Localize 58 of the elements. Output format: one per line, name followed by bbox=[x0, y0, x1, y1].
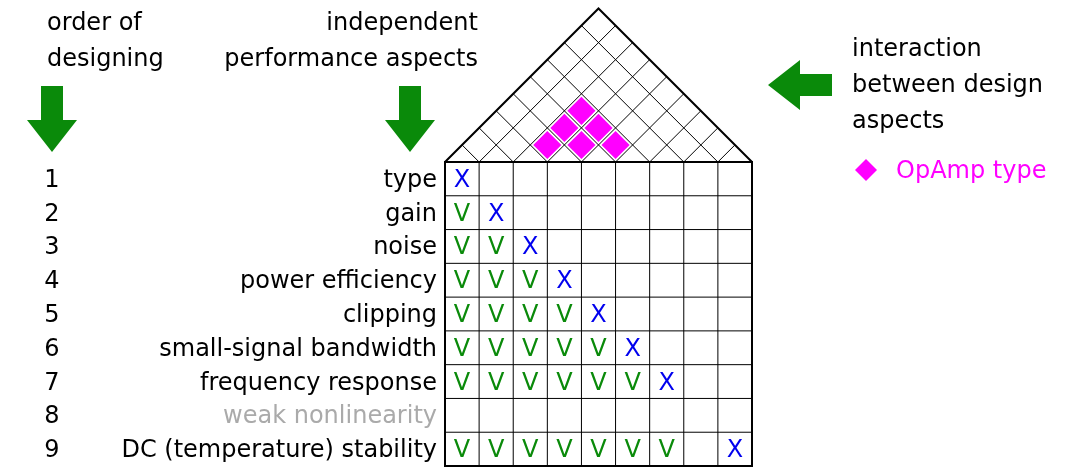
row-number: 5 bbox=[43, 299, 61, 330]
check-mark: V bbox=[452, 265, 472, 297]
check-mark: V bbox=[623, 434, 642, 466]
check-mark: V bbox=[521, 434, 540, 466]
cross-mark: X bbox=[486, 197, 506, 229]
aspect-label: DC (temperature) stability bbox=[120, 434, 437, 466]
check-mark: V bbox=[452, 197, 472, 229]
check-mark: V bbox=[486, 231, 506, 263]
row-number: 7 bbox=[43, 366, 61, 398]
check-mark: V bbox=[452, 231, 472, 263]
check-mark: V bbox=[589, 434, 608, 466]
check-mark: V bbox=[521, 265, 540, 297]
aspect-label: type bbox=[382, 163, 437, 195]
check-mark: V bbox=[486, 366, 506, 398]
check-mark: V bbox=[486, 299, 506, 330]
cross-mark: X bbox=[623, 332, 642, 364]
check-mark: V bbox=[486, 332, 506, 364]
aspect-label: clipping bbox=[341, 299, 437, 330]
check-mark: V bbox=[486, 265, 506, 297]
check-mark: V bbox=[555, 434, 574, 466]
cross-mark: X bbox=[521, 231, 540, 263]
row-number: 8 bbox=[43, 400, 61, 432]
cross-mark: X bbox=[452, 163, 472, 195]
row-number: 2 bbox=[43, 197, 61, 229]
check-mark: V bbox=[521, 299, 540, 330]
check-mark: V bbox=[452, 299, 472, 330]
row-number: 1 bbox=[43, 163, 61, 195]
check-mark: V bbox=[452, 434, 472, 466]
heading: independent performance aspects bbox=[223, 7, 478, 74]
row-number: 9 bbox=[43, 434, 61, 466]
cross-mark: X bbox=[589, 299, 608, 330]
aspect-label: power efficiency bbox=[239, 265, 437, 297]
check-mark: V bbox=[555, 332, 574, 364]
check-mark: V bbox=[555, 366, 574, 398]
check-mark: V bbox=[452, 366, 472, 398]
check-mark: V bbox=[521, 332, 540, 364]
aspect-label: gain bbox=[384, 197, 437, 229]
check-mark: V bbox=[623, 366, 642, 398]
cross-mark: X bbox=[725, 434, 745, 466]
check-mark: V bbox=[657, 434, 676, 466]
check-mark: V bbox=[555, 299, 574, 330]
aspect-label: frequency response bbox=[199, 366, 437, 398]
row-number: 4 bbox=[43, 265, 61, 297]
check-mark: V bbox=[589, 366, 608, 398]
check-mark: V bbox=[452, 332, 472, 364]
legend-label: OpAmp type bbox=[896, 155, 1047, 186]
heading: order of designing bbox=[47, 7, 165, 74]
aspect-label: noise bbox=[372, 231, 437, 263]
check-mark: V bbox=[589, 332, 608, 364]
check-mark: V bbox=[521, 366, 540, 398]
aspect-label: weak nonlinearity bbox=[222, 400, 437, 432]
row-number: 6 bbox=[43, 332, 61, 364]
check-mark: V bbox=[486, 434, 506, 466]
row-number: 3 bbox=[43, 231, 61, 263]
cross-mark: X bbox=[555, 265, 574, 297]
aspect-label: small-signal bandwidth bbox=[158, 332, 437, 364]
cross-mark: X bbox=[657, 366, 676, 398]
heading: interaction between design aspects bbox=[852, 33, 1045, 136]
